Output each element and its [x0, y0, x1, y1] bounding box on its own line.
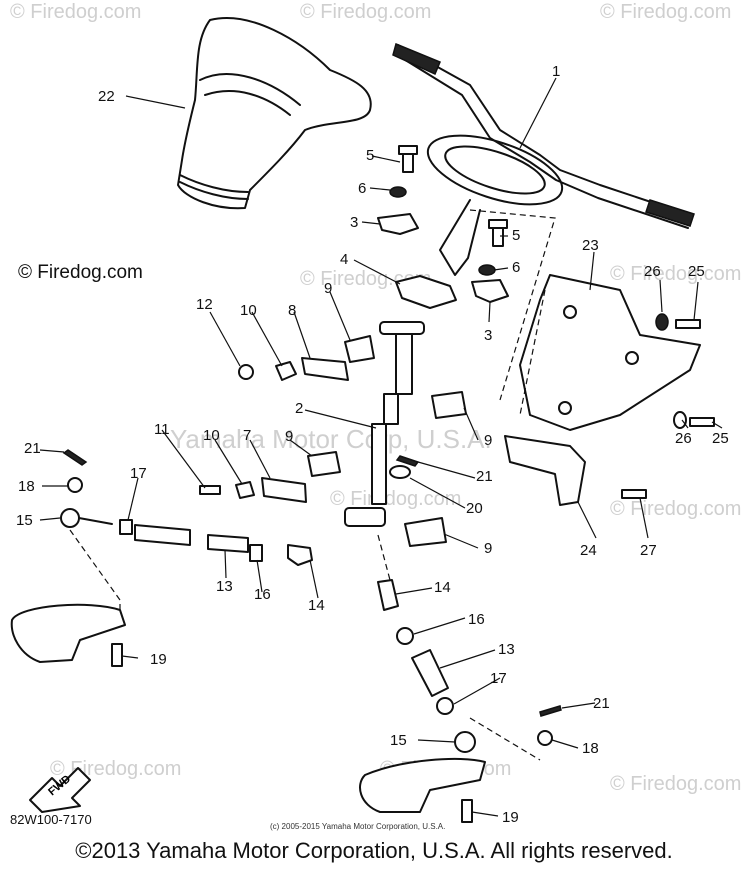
- callout-4: 4: [340, 251, 348, 268]
- callout-21: 21: [476, 468, 493, 485]
- callout-21: 21: [593, 695, 610, 712]
- watermark-text: © Firedog.com: [600, 1, 731, 23]
- washer-26-lower: [673, 411, 687, 429]
- tie-rod-left: [60, 477, 313, 566]
- callout-3: 3: [484, 327, 492, 344]
- nut-lower: [235, 481, 255, 499]
- callout-17: 17: [130, 465, 147, 482]
- fwd-arrow-icon: FWD: [29, 767, 91, 813]
- washer-lower: [478, 264, 496, 276]
- watermark-corp-text: Yamaha Motor Corp, U.S.A.: [170, 424, 492, 454]
- callout-labels: 22 1 5 6 3 4 5 6 3 12 10 8 9 2 9 11 10 7…: [16, 63, 729, 826]
- steering-arm-right: [359, 757, 486, 813]
- callout-6: 6: [358, 180, 366, 197]
- fine-print: (c) 2005-2015 Yamaha Motor Corporation, …: [270, 822, 446, 831]
- steering-bracket: [519, 274, 701, 431]
- bolt-lower: [488, 219, 508, 247]
- callout-16: 16: [468, 611, 485, 628]
- watermark-text: © Firedog.com: [610, 498, 741, 520]
- callout-19: 19: [502, 809, 519, 826]
- callout-23: 23: [582, 237, 599, 254]
- callout-10: 10: [240, 302, 257, 319]
- callout-18: 18: [582, 740, 599, 757]
- callout-14: 14: [434, 579, 451, 596]
- bushing-left-lower: [307, 451, 341, 477]
- callout-12: 12: [196, 296, 213, 313]
- callout-16: 16: [254, 586, 271, 603]
- callout-26: 26: [675, 430, 692, 447]
- callout-27: 27: [640, 542, 657, 559]
- handlebar-holder-lower: [471, 279, 509, 303]
- leader-lines: [39, 77, 723, 817]
- watermark-text: © Firedog.com: [330, 488, 461, 510]
- callout-14: 14: [308, 597, 325, 614]
- callout-13: 13: [216, 578, 233, 595]
- callout-9: 9: [484, 540, 492, 557]
- callout-24: 24: [580, 542, 597, 559]
- bracket-cover: [504, 435, 586, 506]
- washer-upper: [389, 186, 407, 198]
- callout-13: 13: [498, 641, 515, 658]
- bolt-19-right: [461, 799, 473, 823]
- nut-12: [238, 364, 254, 380]
- firedog-watermark-dark: © Firedog.com: [18, 262, 143, 283]
- callout-10: 10: [203, 427, 220, 444]
- callout-6: 6: [512, 259, 520, 276]
- callout-21: 21: [24, 440, 41, 457]
- watermark-text: © Firedog.com: [610, 263, 741, 285]
- bushing-upper: [344, 335, 375, 363]
- callout-2: 2: [295, 400, 303, 417]
- watermark-text: © Firedog.com: [10, 1, 141, 23]
- diagram-code: 82W100-7170: [10, 812, 92, 827]
- collar-upper: [301, 357, 349, 381]
- callout-18: 18: [18, 478, 35, 495]
- nut-upper: [275, 361, 297, 381]
- bushing-right-upper: [431, 391, 467, 419]
- handlebar-holder-upper: [377, 213, 419, 235]
- pin-21: [62, 449, 562, 717]
- washer-26-upper: [655, 313, 669, 331]
- tie-rod-right: [377, 579, 553, 753]
- bolt-25-lower: [689, 417, 715, 427]
- callout-5: 5: [512, 227, 520, 244]
- bolt-11: [199, 485, 221, 495]
- callout-9: 9: [324, 280, 332, 297]
- callout-8: 8: [288, 302, 296, 319]
- handlebar-holder-main: [395, 275, 457, 309]
- callout-19: 19: [150, 651, 167, 668]
- callout-20: 20: [466, 500, 483, 517]
- callout-22: 22: [98, 88, 115, 105]
- callout-3: 3: [350, 214, 358, 231]
- bushing-right-lower: [404, 517, 447, 547]
- collar-lower: [261, 477, 307, 503]
- handlebar: [392, 42, 695, 276]
- washer-20: [389, 465, 411, 479]
- bolt-upper: [398, 145, 418, 173]
- bolt-19-left: [111, 643, 123, 667]
- bolt-25-upper: [675, 319, 701, 329]
- callout-25: 25: [688, 263, 705, 280]
- callout-9: 9: [484, 432, 492, 449]
- callout-26: 26: [644, 263, 661, 280]
- steering-arm-left: [10, 603, 126, 663]
- callout-25: 25: [712, 430, 729, 447]
- watermark-text: © Firedog.com: [610, 773, 741, 795]
- bolt-27: [621, 489, 647, 499]
- callout-11: 11: [154, 421, 170, 438]
- callout-15: 15: [16, 512, 33, 529]
- handlebar-pad: [177, 17, 372, 210]
- callout-9: 9: [285, 428, 293, 445]
- callout-7: 7: [243, 427, 251, 444]
- steering-shaft: [344, 321, 425, 527]
- callout-17: 17: [490, 670, 507, 687]
- callout-15: 15: [390, 732, 407, 749]
- watermark-text: © Firedog.com: [300, 1, 431, 23]
- callout-5: 5: [366, 147, 374, 164]
- callout-1: 1: [552, 63, 560, 80]
- copyright-footer: ©2013 Yamaha Motor Corporation, U.S.A. A…: [75, 838, 673, 863]
